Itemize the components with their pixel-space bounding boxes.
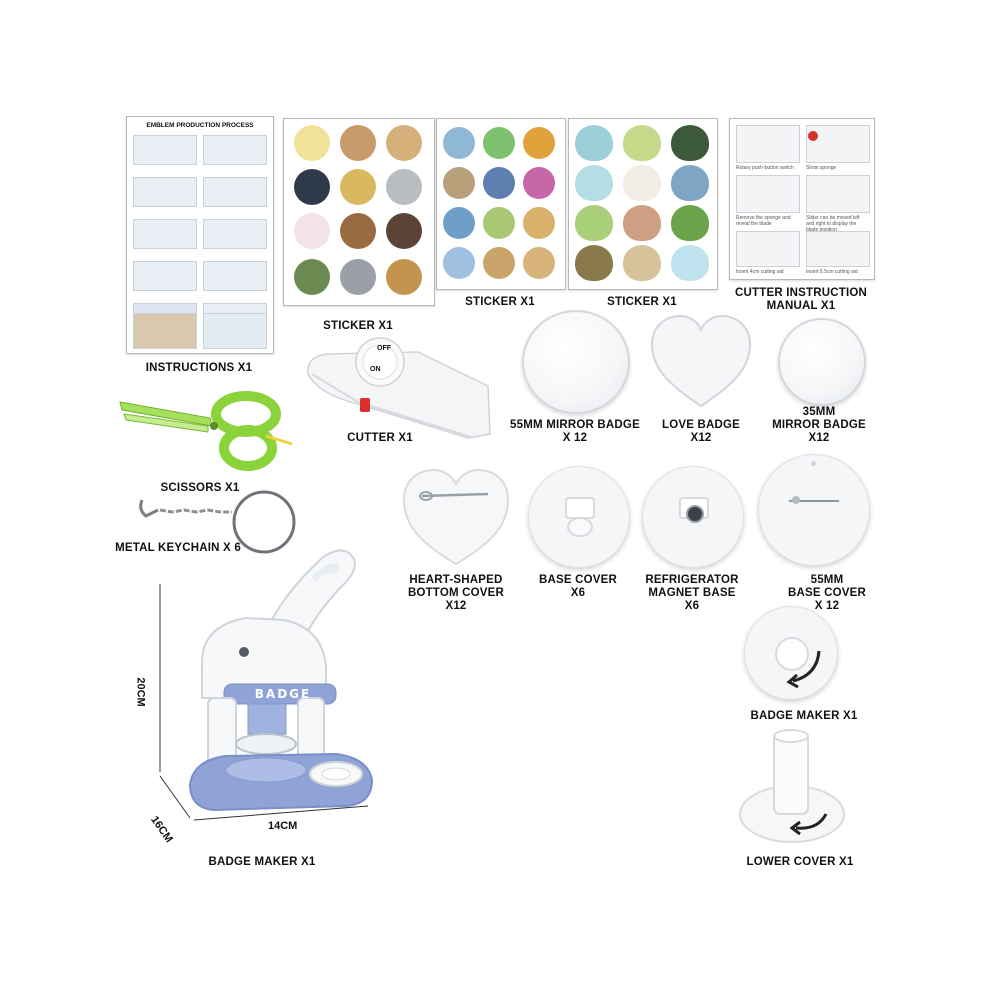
- heart-cover-label-line3: X12: [445, 600, 467, 612]
- love-badge-label-line1: LOVE BADGE: [661, 419, 741, 431]
- magnet-label-line2: MAGNET BASE: [648, 587, 736, 599]
- instructions-sheet: EMBLEM PRODUCTION PROCESS: [126, 116, 274, 354]
- base-cover: [528, 466, 630, 568]
- mirror-badge-35-label-line1: 35MM: [802, 406, 836, 418]
- magnet-label-line1: REFRIGERATOR: [645, 574, 739, 586]
- love-badge-label-line2: X12: [690, 432, 712, 444]
- cutter-manual-caption-5: Insert 4cm cutting aid: [736, 269, 784, 275]
- lower-cover: [739, 729, 845, 843]
- dimension-height: 20CM: [134, 677, 147, 707]
- cutter-manual-caption-3: Remove the sponge and reveal the blade: [736, 215, 791, 227]
- magnet-disc: [686, 505, 704, 523]
- dimension-width: 14CM: [268, 820, 298, 832]
- cutter-manual-sheet: Rotary push-button switch Show sponge Re…: [729, 118, 875, 280]
- heart-cover-label-line2: BOTTOM COVER: [407, 587, 505, 599]
- base-cover-55mm: [758, 454, 870, 566]
- cutter-manual-caption-4: Slider can be moved left and right to di…: [806, 215, 860, 233]
- scissors: [119, 391, 293, 471]
- sticker-label-hearts: STICKER X1: [607, 296, 677, 308]
- mirror-badge-35-label-line3: X12: [808, 432, 830, 444]
- mirror-badge-55-label-line1: 55MM MIRROR BADGE: [510, 419, 640, 431]
- press-brand-text: BADGE: [254, 687, 312, 701]
- mirror-badge-35-label-line2: MIRROR BADGE: [772, 419, 866, 431]
- scissors-label: SCISSORS X1: [160, 482, 240, 494]
- love-badge: [650, 314, 752, 408]
- cutter-label: CUTTER X1: [347, 432, 413, 444]
- sticker-sheet-hearts: [568, 118, 718, 290]
- cutter-manual-caption-6: Insert 5.5cm cutting aid: [806, 269, 858, 275]
- badge-maker-main-label: BADGE MAKER X1: [208, 856, 316, 868]
- base55-label-line1: 55MM: [810, 574, 844, 586]
- cutter-dial-on: ON: [370, 366, 381, 373]
- cutter-manual-caption-1: Rotary push-button switch: [736, 165, 794, 171]
- sticker-sheet-landmarks: [436, 118, 566, 290]
- badge-maker-ring: [744, 606, 838, 700]
- mirror-badge-55mm: [522, 310, 630, 414]
- metal-keychain: [139, 490, 296, 554]
- cutter-manual-caption-2: Show sponge: [806, 165, 837, 171]
- base55-label-line2: BASE COVER: [787, 587, 867, 599]
- badge-press: [188, 549, 374, 812]
- cutter-manual-label-line2: MANUAL X1: [766, 300, 836, 312]
- keychain-label: METAL KEYCHAIN X 6: [115, 542, 241, 554]
- instructions-label: INSTRUCTIONS X1: [145, 362, 253, 374]
- dimension-lines: [159, 584, 369, 821]
- magnet-label-line3: X6: [684, 600, 700, 612]
- cutter-dial-off: OFF: [377, 345, 391, 352]
- sticker-label-landmarks: STICKER X1: [465, 296, 535, 308]
- heart-bottom-cover: [402, 468, 510, 566]
- heart-cover-label-line1: HEART-SHAPED: [409, 574, 503, 586]
- base-cover-label-line2: X6: [570, 587, 586, 599]
- badge-maker-part-label: BADGE MAKER X1: [750, 710, 858, 722]
- cutter-tool: [307, 337, 491, 439]
- instructions-heading: EMBLEM PRODUCTION PROCESS: [146, 122, 254, 129]
- cutter-manual-label-line1: CUTTER INSTRUCTION: [734, 287, 867, 299]
- mirror-badge-35mm: [778, 318, 866, 406]
- sticker-sheet-animals: [283, 118, 435, 306]
- lower-cover-label: LOWER COVER X1: [746, 856, 854, 868]
- sticker-label-animals: STICKER X1: [323, 320, 393, 332]
- base-cover-label-line1: BASE COVER: [538, 574, 618, 586]
- base55-label-line3: X 12: [814, 600, 840, 612]
- magnet-base: [642, 466, 744, 568]
- mirror-badge-55-label-line2: X 12: [562, 432, 588, 444]
